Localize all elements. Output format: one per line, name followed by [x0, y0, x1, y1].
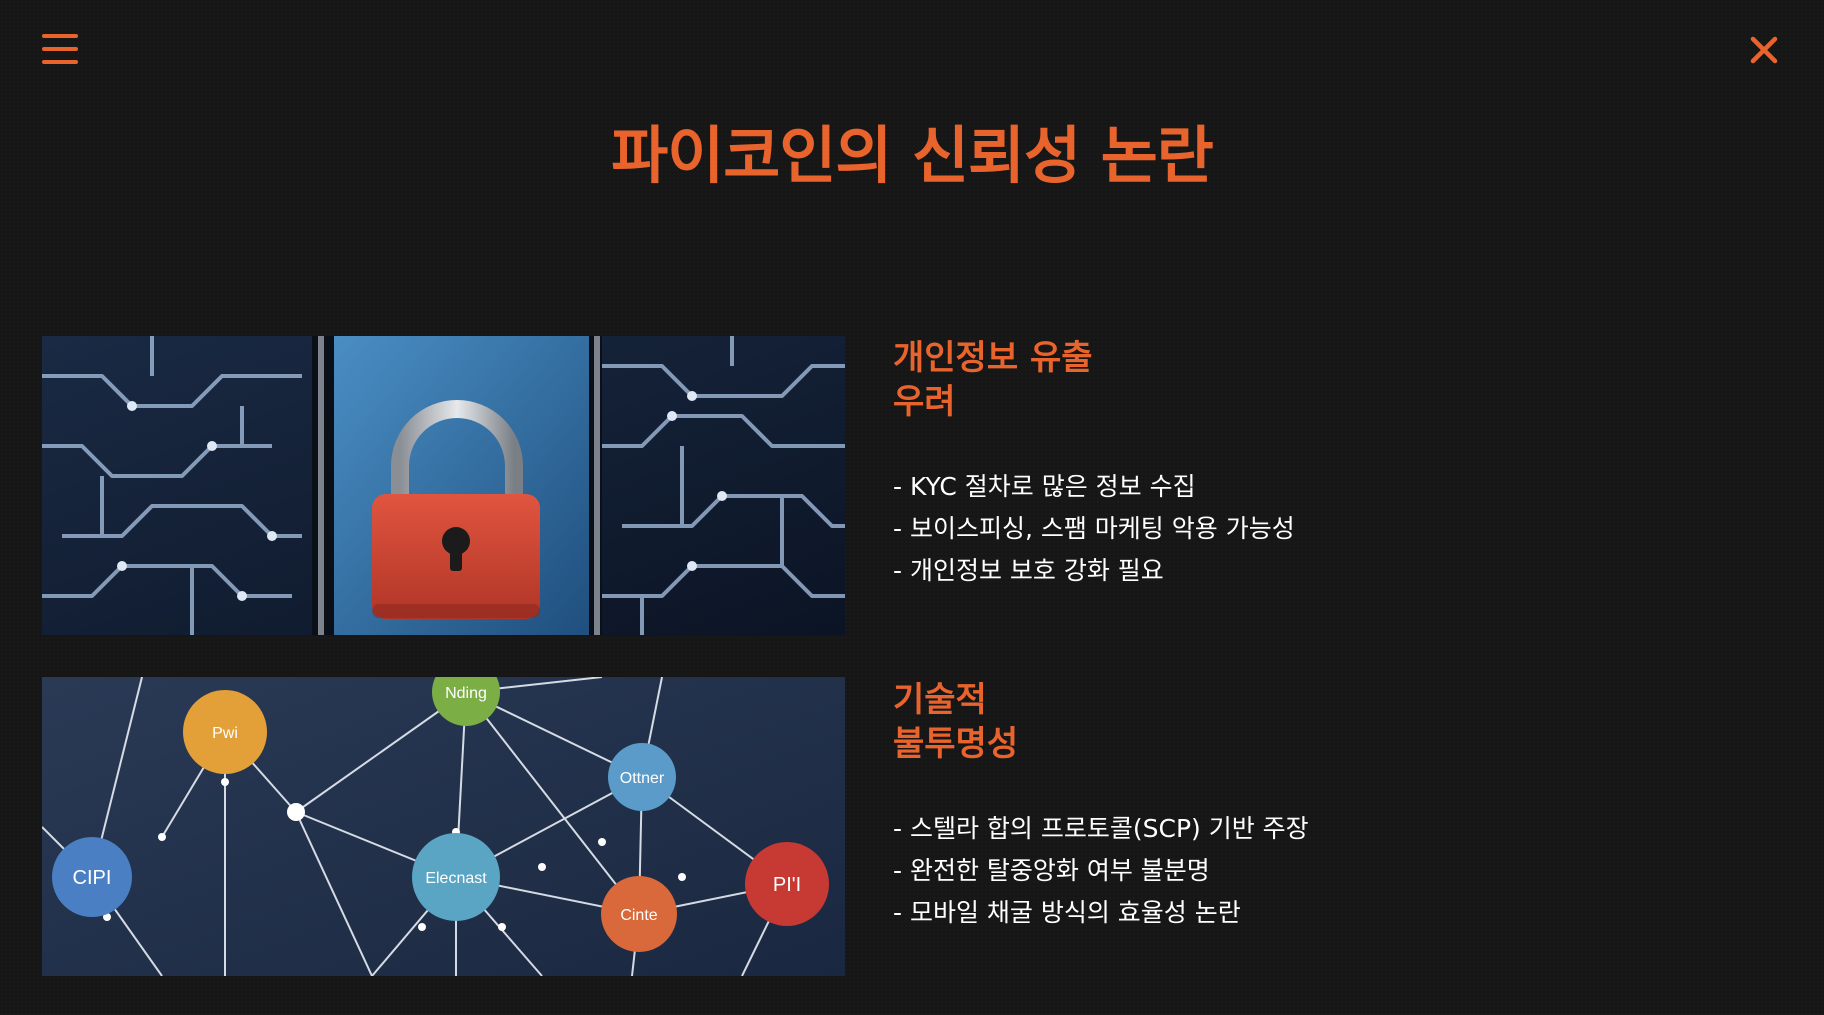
section-title: 개인정보 유출 우려 — [893, 336, 1153, 424]
bullet-item: - 개인정보 보호 강화 필요 — [893, 556, 1164, 585]
bullet-item: - 스텔라 합의 프로토콜(SCP) 기반 주장 — [893, 814, 1309, 843]
bullet-item: - 모바일 채굴 방식의 효율성 논란 — [893, 898, 1241, 927]
node-label: PI'I — [773, 874, 801, 896]
section-title-line: 우려 — [893, 382, 956, 422]
bullet-list: - KYC 절차로 많은 정보 수집 - 보이스피싱, 스팸 마케팅 악용 가능… — [893, 466, 1693, 592]
menu-icon-bar — [42, 60, 78, 64]
section-privacy-concern: 개인정보 유출 우려 - KYC 절차로 많은 정보 수집 - 보이스피싱, 스… — [893, 336, 1693, 592]
node-label: Nding — [445, 685, 487, 702]
section-title: 기술적 불투명성 — [893, 678, 1153, 766]
bullet-item: - KYC 절차로 많은 정보 수집 — [893, 472, 1196, 501]
menu-icon-bar — [42, 34, 78, 38]
section-title-line: 불투명성 — [893, 724, 1019, 764]
close-button[interactable] — [1744, 30, 1784, 70]
network-nodes-image: Pwi Nding Ottner CIPI Elecnast Cinte PI'… — [42, 677, 845, 976]
node-label: CIPI — [73, 867, 112, 889]
node-label: Cinte — [620, 907, 657, 924]
bullet-item: - 완전한 탈중앙화 여부 불분명 — [893, 856, 1210, 885]
menu-button[interactable] — [42, 34, 78, 64]
padlock-circuit-image — [42, 336, 845, 635]
menu-icon-bar — [42, 47, 78, 51]
close-icon — [1750, 36, 1778, 64]
bullet-list: - 스텔라 합의 프로토콜(SCP) 기반 주장 - 완전한 탈중앙화 여부 불… — [893, 808, 1693, 934]
node-label: Elecnast — [425, 870, 487, 887]
node-label: Pwi — [212, 725, 238, 742]
section-technical-opacity: 기술적 불투명성 - 스텔라 합의 프로토콜(SCP) 기반 주장 - 완전한 … — [893, 678, 1693, 934]
node-label: Ottner — [620, 770, 665, 787]
section-title-line: 기술적 — [893, 680, 987, 720]
page-title: 파이코인의 신뢰성 논란 — [611, 119, 1214, 192]
section-title-line: 개인정보 유출 — [893, 338, 1093, 378]
bullet-item: - 보이스피싱, 스팸 마케팅 악용 가능성 — [893, 514, 1295, 543]
